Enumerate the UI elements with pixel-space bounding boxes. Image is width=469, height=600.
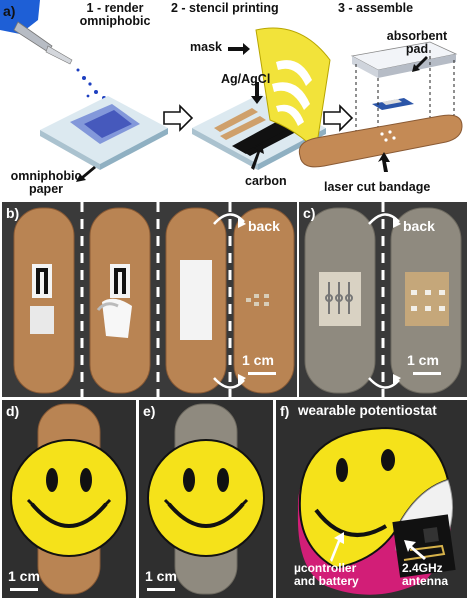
arrow-2 xyxy=(323,104,354,132)
stencil-mask xyxy=(255,27,331,152)
ucontroller-label: µcontroller and battery xyxy=(294,561,359,588)
panel-d-smiley-bandage xyxy=(10,403,128,595)
arrow-1 xyxy=(163,104,194,132)
panel-f-pointers xyxy=(330,532,426,562)
mask-label: mask xyxy=(190,40,222,54)
omniphobic-paper xyxy=(40,96,168,170)
agagcl-label: Ag/AgCl xyxy=(221,72,271,86)
panel-c: c) back 1 cm xyxy=(299,202,467,397)
laser-cut-bandage xyxy=(298,114,463,168)
panel-a: a) 1 - render omniphobic 2 - stencil pri… xyxy=(0,0,469,200)
panel-e-smiley-bandage xyxy=(147,403,265,595)
panel-b-back-label: back xyxy=(248,218,280,234)
panel-b-scale-label: 1 cm xyxy=(242,352,274,368)
panel-c-scale-label: 1 cm xyxy=(407,352,439,368)
panel-c-bandages xyxy=(304,202,462,397)
sensor-chip xyxy=(372,98,414,110)
panel-f-wearable-device xyxy=(297,426,456,595)
panel-d-tag: d) xyxy=(6,403,20,419)
pointer-arrows xyxy=(76,43,428,182)
panel-f-tag: f) xyxy=(280,403,290,419)
panel-e-tag: e) xyxy=(143,403,156,419)
absorbent-pad-label: absorbent pad xyxy=(386,29,448,56)
step-3-label: 3 - assemble xyxy=(338,1,414,15)
omniphobic-paper-label: omniphobic paper xyxy=(10,169,82,196)
panel-e-scale-label: 1 cm xyxy=(145,568,177,584)
panel-d: d) 1 cm xyxy=(2,400,136,598)
panel-b-scale-bar xyxy=(248,372,276,375)
panel-c-scale-bar xyxy=(413,372,441,375)
carbon-label: carbon xyxy=(245,174,287,188)
panel-d-scale-bar xyxy=(10,588,38,591)
panel-c-back-label: back xyxy=(403,218,435,234)
panel-f-title: wearable potentiostat xyxy=(298,403,437,418)
panel-a-tag: a) xyxy=(3,3,16,19)
spray-nozzle xyxy=(0,0,73,65)
panel-e-scale-bar xyxy=(147,588,175,591)
panel-c-tag: c) xyxy=(303,205,316,221)
panel-b: b) back 1 cm xyxy=(2,202,297,397)
panel-b-tag: b) xyxy=(6,205,20,221)
step-1-label: 1 - render omniphobic xyxy=(79,1,151,28)
laser-cut-bandage-label: laser cut bandage xyxy=(324,180,431,194)
panel-e: e) 1 cm xyxy=(139,400,273,598)
panel-d-scale-label: 1 cm xyxy=(8,568,40,584)
panel-a-illustration xyxy=(0,0,463,182)
antenna-label: 2.4GHz antenna xyxy=(402,561,449,588)
panel-f: f) wearable potentiostat µcontroller and… xyxy=(276,400,467,598)
panel-b-bandages xyxy=(13,202,295,397)
step-2-label: 2 - stencil printing xyxy=(171,1,279,15)
